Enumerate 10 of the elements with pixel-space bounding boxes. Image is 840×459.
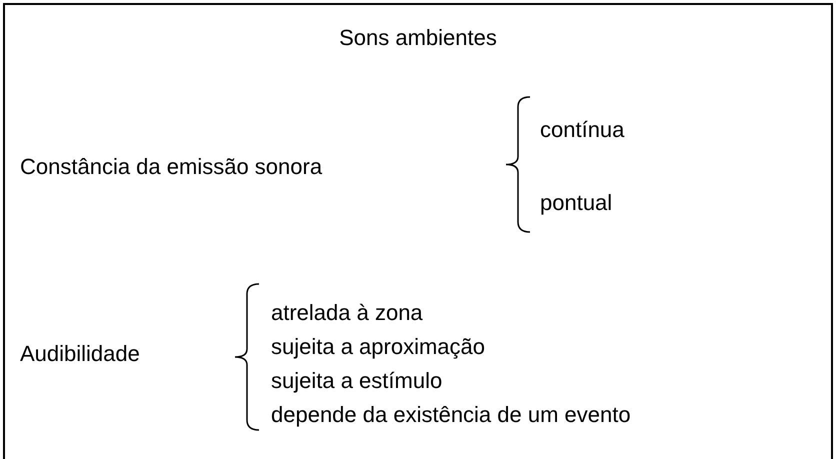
list-item: pontual	[540, 190, 612, 216]
outer-frame	[3, 3, 833, 459]
list-item: atrelada à zona	[271, 300, 423, 326]
category-label: Constância da emissão sonora	[20, 154, 322, 180]
list-item: depende da existência de um evento	[271, 402, 631, 428]
list-item: sujeita a aproximação	[271, 334, 486, 360]
list-item: sujeita a estímulo	[271, 368, 442, 394]
list-item: contínua	[540, 117, 624, 143]
category-label: Audibilidade	[20, 341, 140, 367]
title: Sons ambientes	[339, 25, 497, 51]
